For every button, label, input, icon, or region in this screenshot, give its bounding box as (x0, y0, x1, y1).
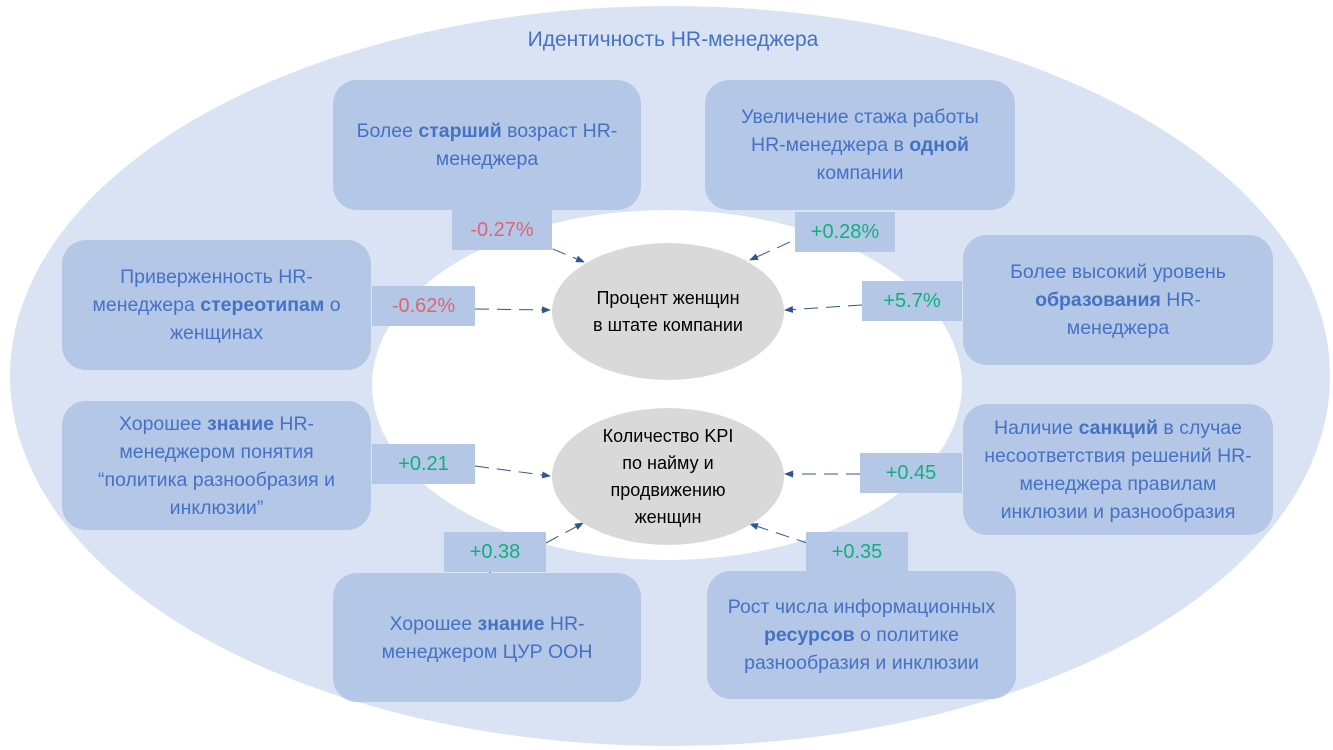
connector-education (784, 304, 863, 313)
factor-keyword: одной (909, 134, 969, 156)
factor-sdg-knowledge: Хорошее знание HR-менеджером ЦУР ООН (333, 573, 641, 702)
effect-value: +0.45 (885, 461, 937, 484)
effect-sanctions: +0.45 (860, 453, 962, 493)
factor-text-part: Хорошее (118, 412, 208, 435)
factor-text: Наличие санкций в случае несоответствия … (975, 414, 1261, 526)
effect-age: -0.27% (452, 210, 552, 250)
outcome-kpi-count: Количество KPI по найму и продвижению же… (552, 408, 784, 545)
factor-text: Хорошее знание HR-менеджером понятия “по… (80, 410, 353, 522)
factor-text-part: HR-менеджера (1066, 289, 1201, 339)
factor-text-part: Приверженность HR-менеджера (92, 266, 313, 316)
outcome-kpi-count-label: Количество KPI по найму и продвижению же… (602, 425, 734, 527)
effect-value: +0.35 (831, 540, 883, 563)
factor-text-part: HR-менеджером ЦУР ООН (381, 612, 593, 663)
effect-value: +5.7% (883, 289, 941, 312)
factor-stereotypes: Приверженность HR-менеджера стереотипам … (62, 240, 371, 370)
factor-sanctions: Наличие санкций в случае несоответствия … (963, 404, 1273, 535)
effect-tenure: +0.28% (795, 212, 895, 252)
connector-tenure (749, 223, 831, 261)
factor-keyword: санкций (1078, 416, 1158, 439)
diagram-title: Идентичность HR-менеджера (527, 28, 819, 51)
factor-keyword: старший (418, 120, 502, 142)
factor-text-part: Увеличение стажа работы HR-менеджера в (741, 106, 979, 156)
effect-value: +0.21 (398, 452, 449, 475)
factor-age: Более старший возраст HR-менеджера (333, 80, 641, 210)
factor-keyword: ресурсов (764, 624, 855, 646)
effect-resources: +0.35 (806, 532, 908, 572)
effect-value: +0.38 (469, 540, 521, 563)
factor-text-part: HR-менеджером понятия “политика разнообр… (98, 412, 335, 519)
effect-value: -0.62% (391, 294, 456, 317)
factor-keyword: образования (1035, 289, 1161, 311)
outcome-women-share-label: Процент женщин в штате компании (593, 287, 743, 335)
factor-text: Более высокий уровень образования HR-мен… (991, 258, 1245, 342)
factor-keyword: знание (477, 612, 545, 635)
connector-di-knowledge (474, 465, 551, 479)
factor-text-part: о женщинах (170, 294, 341, 344)
factor-education: Более высокий уровень образования HR-мен… (963, 235, 1273, 365)
factor-keyword: стереотипам (200, 294, 325, 316)
connector-sdg-knowledge (545, 522, 584, 544)
factor-text: Более старший возраст HR-менеджера (347, 117, 627, 173)
outcome-women-share: Процент женщин в штате компании (552, 243, 784, 380)
factor-text-part: Более высокий уровень (1010, 261, 1226, 283)
factor-text: Увеличение стажа работы HR-менеджера в о… (729, 103, 991, 187)
factor-tenure: Увеличение стажа работы HR-менеджера в о… (705, 80, 1015, 210)
effect-stereotypes: -0.62% (372, 286, 475, 326)
factor-keyword: знание (207, 412, 274, 435)
factor-text-part: Наличие (994, 416, 1079, 439)
effect-value: -0.27% (470, 218, 534, 241)
factor-text-part: возраст HR-менеджера (435, 120, 618, 170)
factor-resources: Рост числа информационных ресурсов о пол… (707, 571, 1016, 699)
effect-sdg-knowledge: +0.38 (444, 532, 546, 572)
factor-text-part: Рост числа информационных (727, 596, 996, 618)
effect-education: +5.7% (862, 281, 962, 321)
connector-resources (749, 523, 811, 545)
factor-text-part: Хорошее (389, 612, 478, 635)
factor-di-knowledge: Хорошее знание HR-менеджером понятия “по… (62, 401, 371, 530)
factor-text: Рост числа информационных ресурсов о пол… (725, 593, 998, 677)
factor-text: Приверженность HR-менеджера стереотипам … (82, 263, 351, 347)
factor-text-part: в случае несоответствия решений HR-менед… (984, 416, 1252, 523)
factor-text: Хорошее знание HR-менеджером ЦУР ООН (359, 610, 615, 666)
connector-stereotypes (474, 306, 551, 314)
effect-di-knowledge: +0.21 (372, 444, 475, 484)
factor-text-part: компании (816, 162, 904, 184)
effect-value: +0.28% (810, 220, 880, 243)
factor-text-part: о политике разнообразия и инклюзии (744, 624, 979, 674)
factor-text-part: Более (356, 120, 419, 142)
